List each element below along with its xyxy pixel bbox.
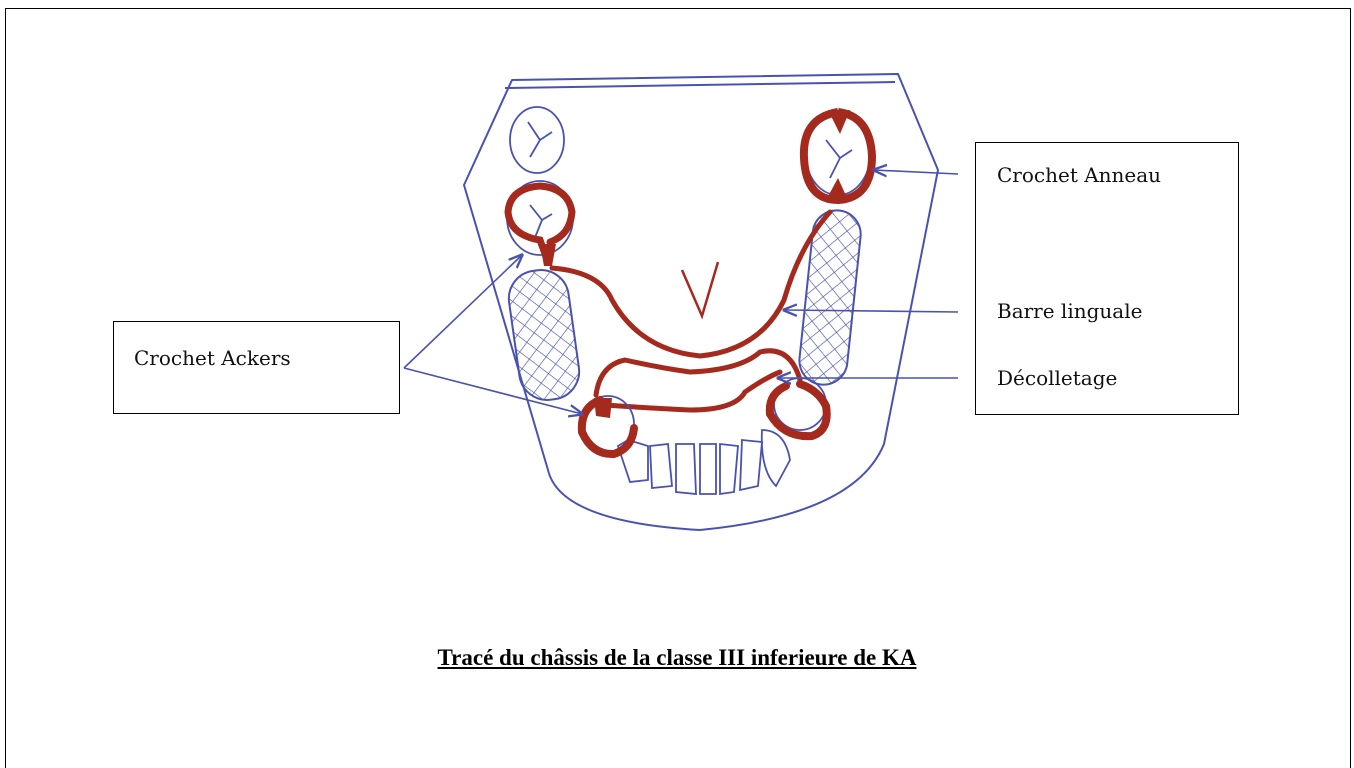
leader-arrows xyxy=(404,170,958,414)
right-saddle xyxy=(797,208,863,387)
left-clasp-rest xyxy=(540,244,556,266)
barre-linguale-label: Barre linguale xyxy=(997,299,1142,323)
arrow-anneau xyxy=(874,170,958,174)
decolletage-label: Décolletage xyxy=(997,366,1117,390)
lingual-bar xyxy=(552,212,830,356)
midline-mark xyxy=(682,262,718,316)
crochet-anneau-label: Crochet Anneau xyxy=(997,163,1161,187)
crochet-ackers-box: Crochet Ackers xyxy=(113,321,400,414)
figure-caption: Tracé du châssis de la classe III inferi… xyxy=(0,645,1354,671)
right-labels-box: Crochet Anneau Barre linguale Décolletag… xyxy=(975,142,1239,415)
decolletage-inner-line xyxy=(604,372,780,410)
arrow-ackers-upper xyxy=(404,255,522,368)
left-saddle xyxy=(505,266,583,403)
left-anterior-clasp-rest xyxy=(594,398,612,418)
crochet-ackers-label: Crochet Ackers xyxy=(134,346,291,370)
right-anterior-clasp xyxy=(770,384,827,436)
